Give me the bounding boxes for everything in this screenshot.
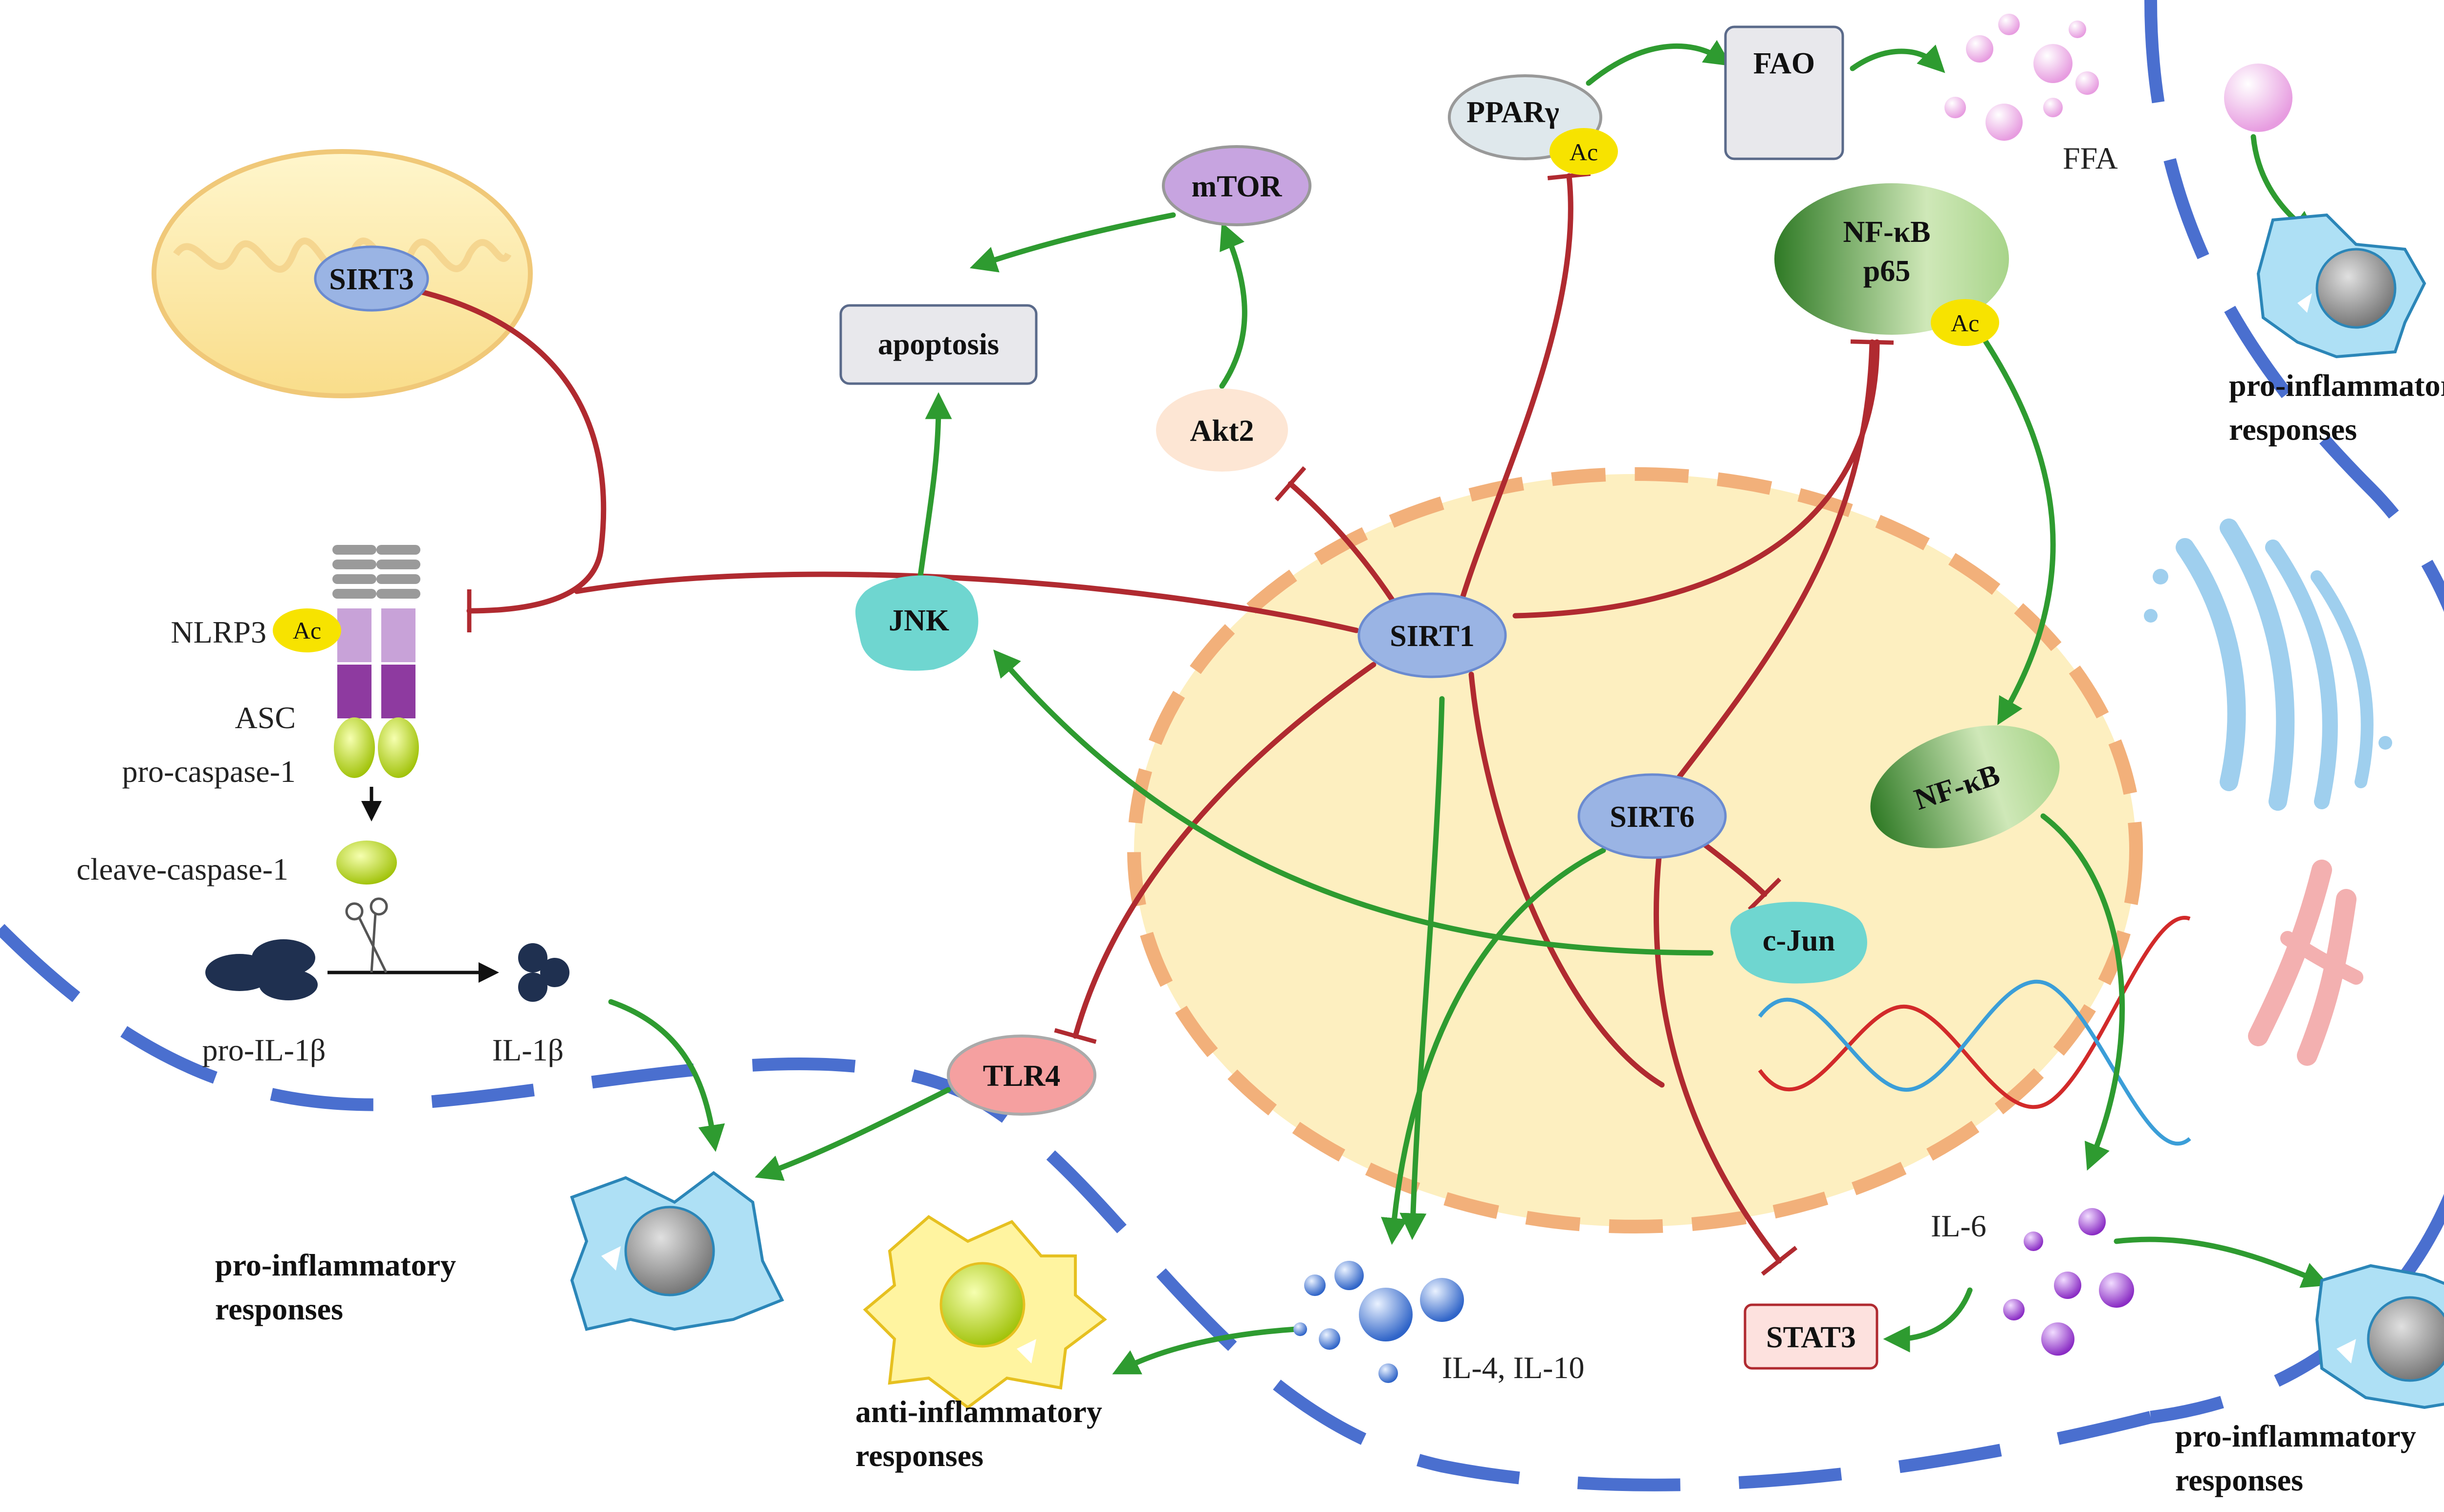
ffa-label: FFA xyxy=(2063,141,2118,175)
svg-text:Ac: Ac xyxy=(1951,309,1979,337)
cjun-to-jnk xyxy=(993,649,1714,956)
svg-text:SIRT6: SIRT6 xyxy=(1610,800,1695,834)
sirt6-inhibits-stat3 xyxy=(1653,828,1798,1276)
svg-text:apoptosis: apoptosis xyxy=(878,328,999,361)
sirt1-inhibits-ppar xyxy=(1459,172,1591,604)
pro-il1b-label: pro-IL-1β xyxy=(202,1033,326,1067)
response-label-anti: anti-inflammatory responses xyxy=(855,1394,1102,1473)
svg-text:FAO: FAO xyxy=(1753,47,1815,80)
endoplasmic-reticulum-icon xyxy=(2248,860,2363,1066)
svg-text:pro-inflammatory: pro-inflammatory xyxy=(2175,1419,2416,1453)
nfkb-p65-to-nfkb xyxy=(1977,329,2056,725)
jnk-node[interactable]: JNK xyxy=(855,575,979,671)
acetyl-tag-nfkb xyxy=(1931,299,1999,346)
anti-inflammatory-macrophage-icon xyxy=(863,1215,1107,1409)
sirt3-inhibits-nlrp3 xyxy=(339,276,607,633)
cjun-node[interactable]: c-Jun xyxy=(1730,902,1867,984)
cell-membrane-right xyxy=(2144,0,2444,1424)
cell-membrane-left xyxy=(0,924,2153,1491)
il4-il10-label: IL-4, IL-10 xyxy=(1442,1350,1584,1385)
svg-text:responses: responses xyxy=(215,1292,343,1326)
pro-caspase-1-icon xyxy=(334,717,375,778)
jnk-to-apoptosis xyxy=(916,392,952,589)
acetyl-tag-ppar xyxy=(1549,128,1618,175)
svg-text:pro-inflammatory: pro-inflammatory xyxy=(215,1248,456,1282)
il1b-to-macrophage xyxy=(608,999,725,1152)
stat3-box[interactable]: STAT3 xyxy=(1744,1303,1878,1370)
acetyl-tag-nlrp3 xyxy=(273,608,341,652)
nfkb-to-il6 xyxy=(2040,813,2125,1171)
response-label-bottom-right: pro-inflammatory responses xyxy=(2175,1419,2416,1497)
ppar-to-fao xyxy=(1586,40,1732,86)
svg-text:STAT3: STAT3 xyxy=(1766,1321,1856,1354)
sirt1-node[interactable]: SIRT1 xyxy=(1357,592,1507,678)
pro-il1b-icon xyxy=(205,939,318,1000)
sirt1-inhibits-stat3 xyxy=(1468,671,1665,1088)
svg-text:responses: responses xyxy=(2175,1463,2303,1497)
sirt1-to-il4-il10 xyxy=(1399,696,1445,1240)
svg-text:SIRT1: SIRT1 xyxy=(1390,620,1475,653)
tlr4-node[interactable]: TLR4 xyxy=(947,1035,1096,1116)
svg-text:JNK: JNK xyxy=(889,604,949,637)
fao-to-ffa xyxy=(1850,44,1945,73)
tlr4-to-macrophage xyxy=(755,1087,951,1181)
nlrp3-label: NLRP3 xyxy=(171,615,266,649)
svg-text:responses: responses xyxy=(2229,412,2357,447)
il6-to-macrophage xyxy=(2114,1236,2330,1288)
nfkb-p65-node[interactable]: NF-κB p65 Ac xyxy=(1774,183,2009,346)
sirt3-node[interactable]: SIRT3 xyxy=(314,245,429,312)
svg-text:PPARγ: PPARγ xyxy=(1466,96,1559,129)
ffa-to-macrophage xyxy=(2250,134,2318,238)
sirt6-inhibits-nfkb-p65 xyxy=(1669,339,1894,790)
inflammasome-complex: Ac xyxy=(273,545,420,885)
il6-to-stat3 xyxy=(1883,1287,1973,1353)
scissors-icon xyxy=(345,897,388,973)
sirt1-inhibits-nlrp3 xyxy=(574,571,1359,633)
connections xyxy=(339,40,2330,1375)
svg-text:Akt2: Akt2 xyxy=(1190,414,1254,448)
il1b-icon xyxy=(518,943,569,1002)
response-label-left: pro-inflammatory responses xyxy=(215,1248,456,1326)
nfkb-node[interactable]: NF-κB xyxy=(1855,703,2075,870)
ffa-droplets-icon xyxy=(1944,14,2099,141)
svg-text:mTOR: mTOR xyxy=(1192,170,1283,203)
macrophage-icon-top-right xyxy=(2256,213,2426,359)
mtor-node[interactable]: mTOR xyxy=(1162,145,1311,226)
il1b-label: IL-1β xyxy=(492,1033,564,1067)
dna-helix-icon xyxy=(1758,916,2191,1145)
macrophage-icon-bottom-right xyxy=(2315,1264,2444,1409)
ffa-vesicle-icon xyxy=(2224,64,2292,132)
svg-text:c-Jun: c-Jun xyxy=(1763,924,1835,957)
svg-text:pro-inflammatory: pro-inflammatory xyxy=(2229,368,2444,403)
il6-droplets-icon xyxy=(2003,1208,2134,1356)
sirt6-node[interactable]: SIRT6 xyxy=(1577,773,1727,859)
ppar-node[interactable]: PPARγ Ac xyxy=(1448,74,1618,175)
svg-text:Ac: Ac xyxy=(1570,138,1598,166)
il4-il10-droplets-icon xyxy=(1293,1261,1464,1383)
sirt6-to-il4-il10 xyxy=(1381,847,1606,1245)
macrophage-icon-left xyxy=(570,1171,785,1331)
il4-il10-to-anti-macrophage xyxy=(1112,1326,1298,1375)
svg-text:anti-inflammatory: anti-inflammatory xyxy=(855,1394,1102,1429)
cleave-caspase-1-icon xyxy=(336,841,397,885)
akt2-node[interactable]: Akt2 xyxy=(1156,389,1288,472)
svg-text:SIRT3: SIRT3 xyxy=(329,263,414,296)
il6-label: IL-6 xyxy=(1931,1209,1986,1243)
sirt1-inhibits-akt2 xyxy=(1274,466,1396,604)
svg-text:TLR4: TLR4 xyxy=(983,1059,1060,1093)
svg-text:responses: responses xyxy=(855,1438,983,1473)
fao-box[interactable]: FAO xyxy=(1724,25,1844,160)
golgi-apparatus-icon xyxy=(2144,518,2392,811)
svg-text:Ac: Ac xyxy=(293,617,321,644)
apoptosis-box[interactable]: apoptosis xyxy=(839,304,1038,385)
response-label-top-right: pro-inflammatory responses xyxy=(2229,368,2444,447)
akt2-to-mtor xyxy=(1219,222,1247,389)
svg-text:p65: p65 xyxy=(1863,255,1910,288)
pro-caspase-label: pro-caspase-1 xyxy=(122,754,296,789)
mtor-to-apoptosis xyxy=(969,212,1176,273)
asc-label: ASC xyxy=(235,700,296,735)
svg-text:NF-κB: NF-κB xyxy=(1843,216,1930,249)
cleave-caspase-label: cleave-caspase-1 xyxy=(77,852,288,886)
